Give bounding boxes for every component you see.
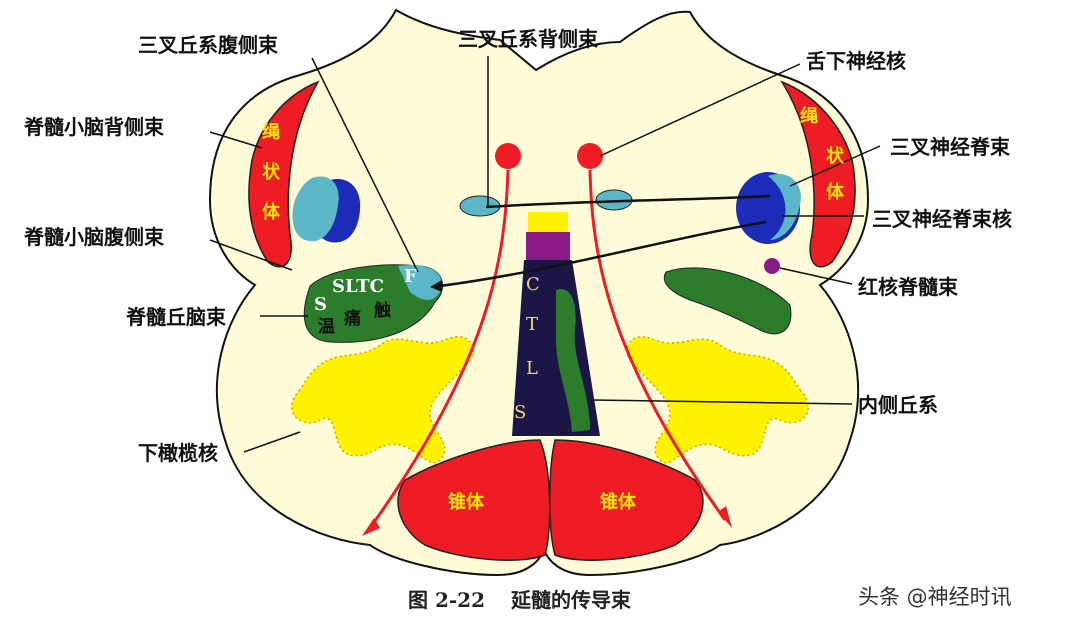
red-arrow-right	[718, 506, 732, 528]
restiform-right-char-2: 状	[826, 145, 845, 167]
ml-letter-t: T	[526, 314, 538, 335]
watermark: 头条 @神经时讯	[858, 585, 1012, 609]
ml-letter-c: C	[526, 274, 540, 295]
red-tract-right	[588, 169, 727, 521]
restiform-body-right	[780, 80, 856, 268]
red-arrow-left	[362, 518, 380, 536]
label-medial-lemniscus: 内侧丘系	[858, 393, 938, 417]
stt-letters: SLTC	[332, 276, 384, 297]
restiform-left-char-1: 绳	[262, 121, 280, 143]
ml-letter-s: S	[514, 402, 526, 423]
inferior-olive-left	[291, 336, 474, 464]
label-dorsal-spinocerebellar: 脊髓小脑背侧束	[23, 115, 165, 139]
stt-f: F	[404, 266, 417, 287]
label-hypoglossal: 舌下神经核	[806, 49, 906, 73]
medial-lemniscus-yellow	[528, 212, 568, 232]
restiform-right-char-3: 体	[826, 181, 845, 203]
stt-s: S	[314, 294, 327, 315]
pyramid-right-label: 锥体	[600, 491, 637, 513]
label-spinothalamic: 脊髓丘脑束	[125, 305, 227, 329]
rubrospinal-tract	[764, 258, 780, 274]
label-spinal-trigeminal-tract: 三叉神经脊束	[890, 135, 1011, 159]
label-ventral-spinocerebellar: 脊髓小脑腹侧束	[23, 225, 165, 249]
spinal-trigeminal-tract-left	[292, 176, 339, 242]
label-trigeminal-dorsal: 三叉丘系背侧束	[458, 27, 599, 51]
stt-touch: 触	[373, 300, 391, 321]
crossing-fiber-upper	[485, 194, 771, 209]
restiform-left-char-3: 体	[262, 201, 281, 223]
medial-lemniscus-green	[556, 289, 590, 432]
spinal-trigeminal-tract-right	[768, 173, 801, 240]
right-green-structure	[663, 267, 792, 335]
stt-warm: 温	[318, 317, 335, 337]
label-inferior-olive: 下橄榄核	[138, 441, 218, 465]
label-rubrospinal: 红核脊髓束	[858, 275, 959, 299]
hypoglossal-nucleus-left	[495, 143, 521, 169]
pyramid-left	[397, 439, 551, 561]
pyramid-left-label: 锥体	[448, 491, 485, 513]
restiform-left-char-2: 状	[262, 161, 281, 183]
caption-title: 延髓的传导束	[511, 588, 632, 612]
pyramid-right	[549, 439, 704, 561]
ml-letter-l: L	[526, 358, 538, 379]
crossing-arrow	[430, 280, 442, 292]
restiform-right-char-1: 绳	[800, 105, 818, 127]
label-spinal-trigeminal-nucleus: 三叉神经脊束核	[872, 207, 1012, 231]
trigeminal-ventral-region	[398, 265, 442, 300]
caption-number: 图 2-22	[408, 588, 486, 612]
crossing-fiber-lower	[439, 220, 767, 288]
leader-lines	[209, 56, 881, 453]
label-trigeminal-ventral: 三叉丘系腹侧束	[138, 33, 279, 57]
stt-pain: 痛	[344, 308, 361, 329]
inferior-olive-right	[626, 336, 809, 464]
hypoglossal-nucleus-right	[577, 143, 603, 169]
medial-lemniscus-purple	[526, 232, 570, 260]
figure-caption: 图 2-22 延髓的传导束	[408, 584, 631, 613]
